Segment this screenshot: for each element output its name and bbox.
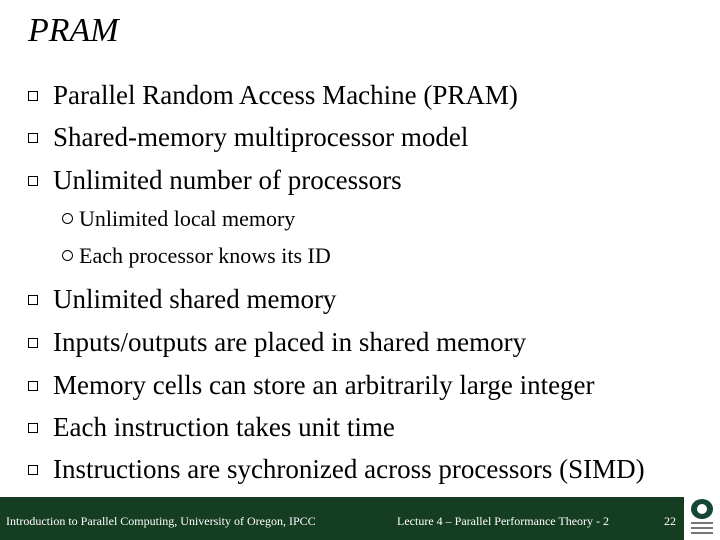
checkbox-bullet-icon: [28, 464, 38, 475]
footer-lecture-text: Lecture 4 – Parallel Performance Theory …: [397, 514, 610, 528]
bullet-item: Unlimited number of processors: [28, 165, 402, 195]
checkbox-bullet-icon: [28, 175, 38, 186]
checkbox-bullet-icon: [28, 132, 38, 143]
slide-footer: Introduction to Parallel Computing, Univ…: [0, 497, 684, 540]
page-number: 22: [664, 514, 676, 528]
bullet-item: Unlimited shared memory: [28, 284, 336, 314]
circle-bullet-icon: [62, 250, 73, 262]
checkbox-bullet-icon: [28, 337, 38, 348]
checkbox-bullet-icon: [28, 422, 38, 433]
circle-bullet-icon: [62, 213, 73, 225]
bullet-item: Shared-memory multiprocessor model: [28, 122, 468, 152]
university-of-oregon-logo-icon: [684, 497, 720, 540]
footer-course-text: Introduction to Parallel Computing, Univ…: [6, 514, 316, 528]
bullet-item: Memory cells can store an arbitrarily la…: [28, 370, 595, 400]
slide-title: PRAM: [28, 12, 119, 49]
sub-bullet-item: Each processor knows its ID: [62, 244, 331, 268]
bullet-item: Inputs/outputs are placed in shared memo…: [28, 327, 526, 357]
checkbox-bullet-icon: [28, 294, 38, 305]
checkbox-bullet-icon: [28, 90, 38, 101]
bullet-item: Instructions are sychronized across proc…: [28, 454, 645, 484]
sub-bullet-item: Unlimited local memory: [62, 207, 295, 231]
bullet-item: Each instruction takes unit time: [28, 412, 395, 442]
checkbox-bullet-icon: [28, 380, 38, 391]
bullet-item: Parallel Random Access Machine (PRAM): [28, 80, 518, 110]
